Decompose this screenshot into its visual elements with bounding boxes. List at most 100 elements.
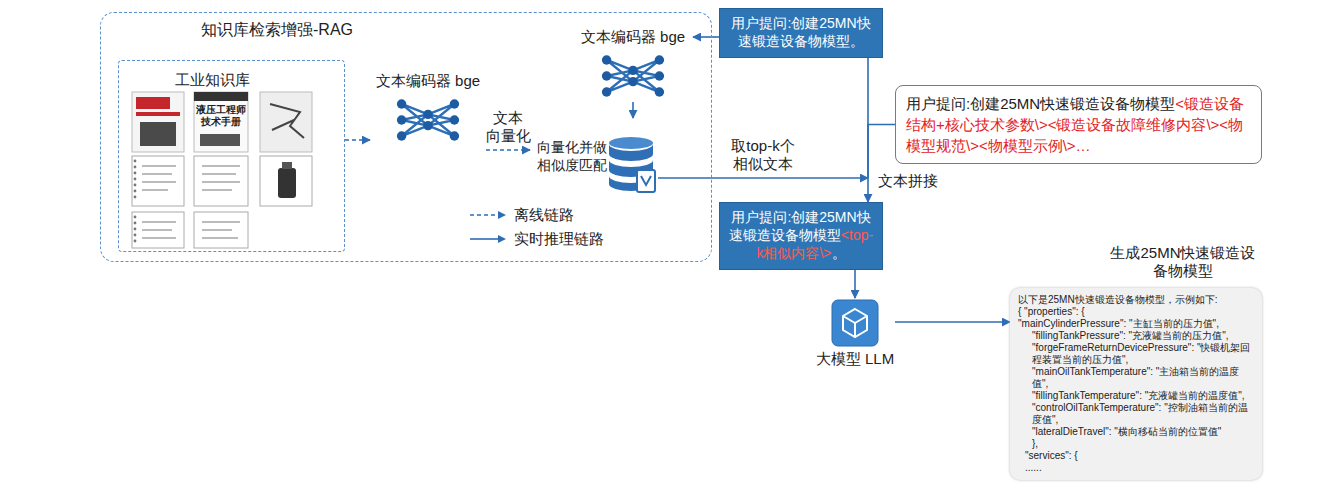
legend-line-sample bbox=[468, 233, 508, 245]
code-line: "controlOilTankTemperature": "控制油箱当前的温度值… bbox=[1018, 402, 1254, 426]
edge-label: 文本 向量化 bbox=[485, 109, 531, 145]
connector bbox=[632, 102, 634, 118]
legend-line bbox=[470, 238, 499, 240]
database-icon bbox=[609, 137, 655, 192]
query-box: 用户提问:创建25MN快速锻造设备物模型。 bbox=[719, 8, 883, 58]
document-thumbnails bbox=[132, 156, 184, 206]
code-line: "services": { bbox=[1018, 450, 1254, 462]
code-card: 以下是25MN快速锻造设备物模型，示例如下:{ "properties": { "… bbox=[1010, 288, 1262, 480]
edge-label-holder: 文本 向量化 bbox=[485, 109, 531, 145]
document-thumbnails bbox=[134, 190, 137, 193]
legend-item: 离线链路 bbox=[468, 203, 604, 227]
document-thumbnails bbox=[136, 112, 180, 116]
legend-arrowhead bbox=[498, 235, 506, 243]
document-thumbnails bbox=[134, 160, 137, 163]
document-thumbnails bbox=[136, 97, 170, 109]
knowledge-base: 工业知识库 bbox=[118, 60, 345, 252]
concat-point: 文本拼接 bbox=[862, 168, 954, 194]
document-thumbnails bbox=[134, 234, 137, 237]
connector bbox=[868, 125, 895, 179]
connector bbox=[345, 139, 370, 141]
concat-label: 文本拼接 bbox=[862, 168, 954, 194]
document-thumbnails bbox=[134, 216, 137, 219]
document-thumbnails bbox=[134, 166, 137, 169]
document-thumbnails bbox=[278, 168, 296, 198]
document-thumbnails bbox=[194, 92, 248, 101]
connector bbox=[486, 149, 530, 151]
document-thumbnails bbox=[142, 222, 176, 238]
label-holder: 液压工程师 技术手册 bbox=[195, 104, 247, 128]
document-thumbnails bbox=[140, 122, 176, 146]
connector bbox=[867, 178, 869, 202]
document-thumbnails bbox=[134, 178, 137, 181]
connector bbox=[854, 270, 856, 298]
code-line: { "properties": { bbox=[1018, 306, 1254, 318]
document-thumbnails bbox=[134, 228, 137, 231]
callout-text: 用户提问:创建25MN快速锻造设备物模型 bbox=[906, 95, 1175, 112]
database-icon bbox=[609, 137, 653, 149]
document-thumbnails bbox=[134, 216, 137, 243]
legend-text: 离线链路 bbox=[514, 206, 574, 225]
legend-text: 实时推理链路 bbox=[514, 230, 604, 249]
encoder-label: 文本编码器 bge bbox=[370, 72, 486, 90]
document-thumbnails bbox=[194, 92, 248, 152]
encoder-label: 文本编码器 bge bbox=[573, 28, 693, 46]
document-thumbnails bbox=[194, 156, 248, 206]
prompt-callout: 用户提问:创建25MN快速锻造设备物模型<锻造设备结构+核心技术参数\><锻造设… bbox=[895, 85, 1262, 164]
document-thumbnails bbox=[134, 222, 137, 225]
document-thumbnails bbox=[134, 172, 137, 175]
code-line: "fillingTankTemperature": "充液罐当前的温度值", bbox=[1018, 390, 1254, 402]
database-icon bbox=[637, 170, 655, 192]
code-line: }, bbox=[1018, 438, 1254, 450]
code-line: "mainOilTankTemperature": "主油箱当前的温度值", bbox=[1018, 366, 1254, 390]
document-thumbnails bbox=[134, 196, 137, 199]
code-line: 生成25MN快速锻造设备物模型 bbox=[1110, 244, 1256, 280]
document-thumbnails bbox=[270, 104, 304, 138]
document-thumbnails bbox=[134, 240, 137, 243]
legend-line-sample bbox=[468, 209, 508, 221]
document-thumbnails bbox=[134, 160, 137, 199]
code-line: "forgeFrameReturnDevicePressure": "快锻机架回… bbox=[1018, 342, 1254, 366]
legend-line bbox=[470, 214, 499, 216]
llm-node: 大模型 LLM bbox=[815, 298, 895, 372]
connector bbox=[895, 321, 1010, 323]
legend-item: 实时推理链路 bbox=[468, 227, 604, 251]
document-thumbnails bbox=[194, 212, 248, 248]
encoder-node: 文本编码器 bge bbox=[573, 28, 693, 102]
llm-label: 大模型 LLM bbox=[815, 350, 895, 368]
encoder-node: 文本编码器 bge bbox=[370, 72, 486, 164]
document-thumbnails bbox=[132, 92, 184, 152]
document-thumbnails bbox=[202, 166, 240, 190]
kb-title: 工业知识库 bbox=[175, 71, 250, 90]
text-flow: 用户提问:创建25MN快速锻造设备物模型<top-k相似内容\>。 bbox=[727, 209, 875, 263]
region-title: 知识库检索增强-RAG bbox=[201, 20, 353, 41]
edge-label-holder: 取top-k个相似文本 bbox=[725, 137, 801, 173]
prompt-text: 。 bbox=[832, 245, 846, 261]
book-title: 液压工程师 技术手册 bbox=[195, 104, 247, 128]
vector-database: 向量化并做 相似度匹配 bbox=[530, 118, 658, 202]
document-thumbnails bbox=[202, 222, 240, 238]
document-thumbnails bbox=[282, 162, 292, 169]
legend-arrowhead bbox=[498, 211, 506, 219]
edge-label: 取top-k个相似文本 bbox=[725, 137, 801, 173]
document-thumbnails bbox=[142, 166, 176, 190]
text-flow: 用户提问:创建25MN快速锻造设备物模型。 bbox=[727, 15, 875, 51]
connector bbox=[658, 177, 868, 179]
output-model: 生成25MN快速锻造设备物模型以下是25MN快速锻造设备物模型，示例如下:{ "… bbox=[1010, 244, 1262, 480]
document-thumbnails bbox=[200, 134, 240, 146]
code-line: "lateralDieTravel": "横向移砧当前的位置值" bbox=[1018, 426, 1254, 438]
legend: 离线链路实时推理链路 bbox=[468, 203, 604, 251]
query-text: 用户提问:创建25MN快速锻造设备物模型。 bbox=[731, 15, 870, 49]
rag-region: 知识库检索增强-RAG 文本编码器 bge 工业知识库 文本编码器 bge 向量化并做 … bbox=[100, 12, 712, 262]
document-thumbnails bbox=[132, 92, 312, 248]
document-thumbnails bbox=[132, 212, 184, 248]
code-line: "fillingTankPressure": "充液罐当前的压力值", bbox=[1018, 330, 1254, 342]
database-icon bbox=[641, 176, 651, 185]
document-thumbnails bbox=[260, 156, 312, 206]
code-line: ...... bbox=[1018, 462, 1254, 474]
llm-icon bbox=[832, 300, 878, 346]
code-line: 以下是25MN快速锻造设备物模型，示例如下: bbox=[1018, 294, 1254, 306]
prompt-box: 用户提问:创建25MN快速锻造设备物模型<top-k相似内容\>。 bbox=[719, 202, 883, 270]
encoder-network-icon bbox=[397, 99, 459, 140]
